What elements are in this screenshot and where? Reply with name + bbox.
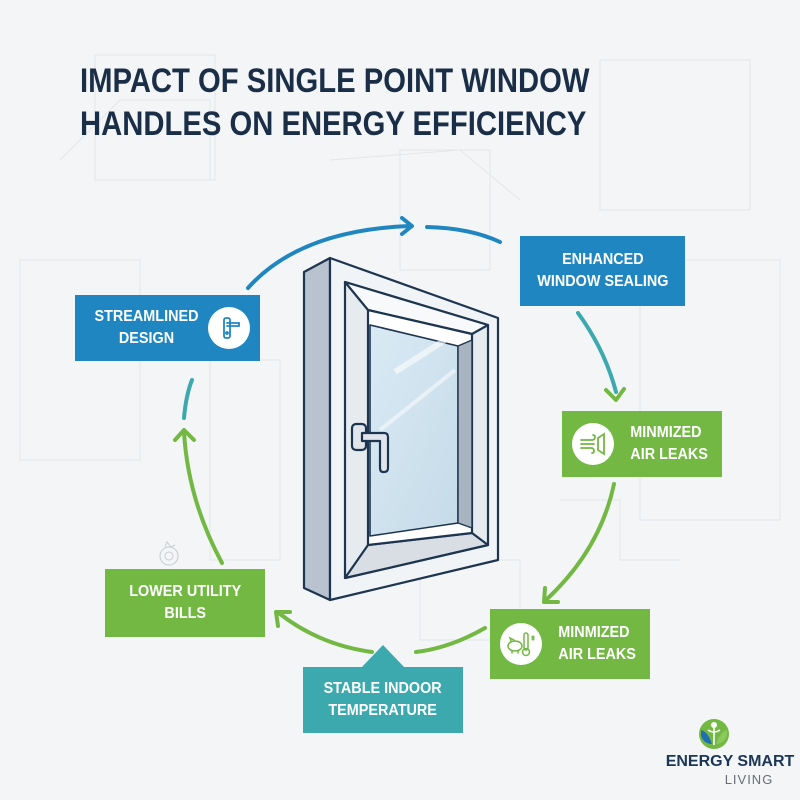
- step-label-line-1: MINMIZED: [558, 624, 630, 641]
- step-label-line-2: AIR LEAKS: [630, 446, 708, 463]
- title-line-1: IMPACT OF SINGLE POINT WINDOW: [80, 62, 590, 100]
- energy-smart-logo: ENERGY SMART LIVING: [660, 705, 800, 800]
- step-label-line-1: ENHANCED: [561, 251, 644, 268]
- page-title: IMPACT OF SINGLE POINT WINDOW HANDLES ON…: [80, 60, 630, 146]
- leaf-person-logo-icon: [699, 719, 729, 749]
- step-stable-indoor-temperature: STABLE INDOOR TEMPERATURE: [303, 645, 463, 733]
- step-label-line-2: TEMPERATURE: [328, 702, 438, 719]
- step-label-line-2: WINDOW SEALING: [536, 273, 669, 290]
- step-label-line-1: STREAMLINED: [94, 308, 199, 325]
- step-minimized-air-leaks-1: MINMIZED AIR LEAKS: [562, 411, 722, 477]
- piggy-bank-thermometer-icon: [500, 623, 542, 665]
- window-illustration: [302, 256, 500, 602]
- logo-sub-text: LIVING: [724, 772, 774, 787]
- pointer-triangle: [361, 645, 405, 668]
- step-label-line-1: LOWER UTILITY: [129, 583, 241, 600]
- flow-arrow-5: [278, 612, 374, 654]
- flow-arrow-1: [246, 224, 412, 290]
- wind-airflow-icon: [572, 423, 614, 465]
- flow-arrow-2: [576, 311, 618, 394]
- step-streamlined-design: STREAMLINED DESIGN: [75, 295, 260, 361]
- step-lower-utility-bills: LOWER UTILITY BILLS: [105, 569, 265, 637]
- step-label-line-2: AIR LEAKS: [558, 646, 636, 663]
- door-handle-icon: [208, 307, 250, 349]
- flow-arrow-4: [414, 626, 487, 654]
- step-label-line-2: DESIGN: [118, 330, 175, 347]
- step-enhanced-window-sealing: ENHANCED WINDOW SEALING: [520, 236, 685, 306]
- title-line-2: HANDLES ON ENERGY EFFICIENCY: [80, 105, 587, 143]
- step-label-line-1: MINMIZED: [630, 424, 702, 441]
- faint-coin-icon: [159, 541, 179, 566]
- step-label-line-1: STABLE INDOOR: [323, 680, 443, 697]
- flow-arrow-6: [182, 430, 224, 565]
- step-label-line-2: BILLS: [164, 605, 206, 622]
- logo-brand-text: ENERGY SMART: [665, 753, 795, 770]
- flow-arrow-3: [544, 482, 616, 602]
- step-minimized-air-leaks-2: MINMIZED AIR LEAKS: [490, 609, 650, 679]
